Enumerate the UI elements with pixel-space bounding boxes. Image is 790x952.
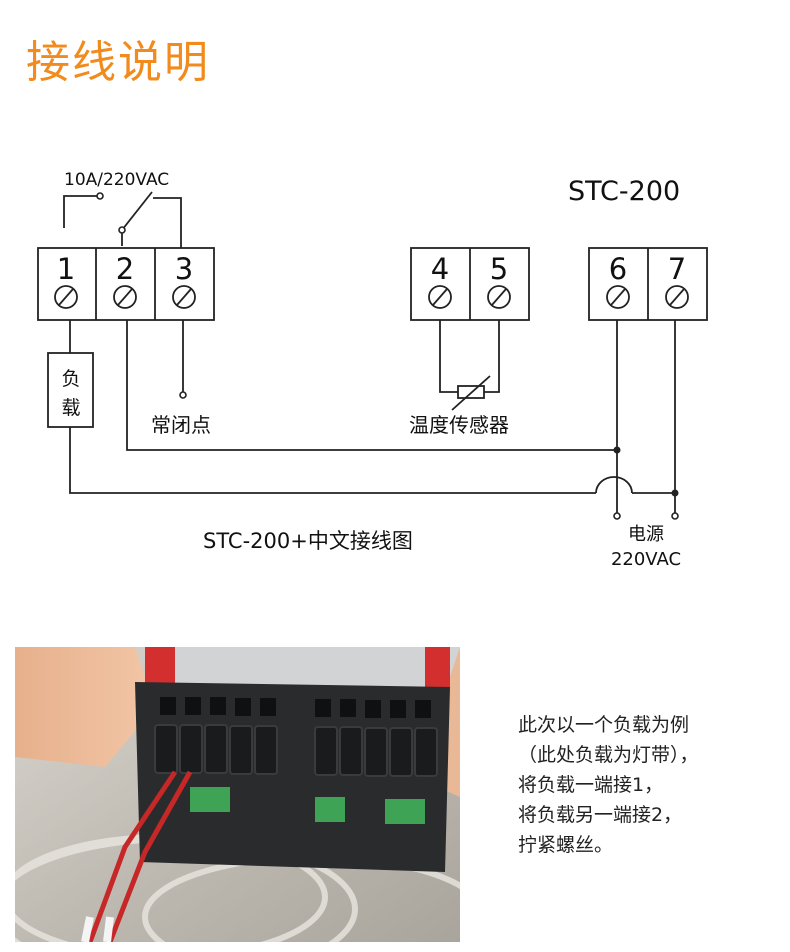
terminal-1-number: 1 [57,252,75,286]
normally-closed-label: 常闭点 [151,413,211,437]
relay-rating-label: 10A/220VAC [64,170,169,190]
terminal-3-number: 3 [175,252,193,286]
note-line: 此次以一个负载为例 [518,714,690,736]
wiring-diagram: 10A/220VAC STC-200 1 2 3 4 5 6 7 负 载 常闭点… [37,170,708,570]
power-voltage-label: 220VAC [611,549,681,570]
note-line: 拧紧螺丝。 [518,834,614,856]
terminal-5-number: 5 [490,252,508,286]
instruction-note: 此次以一个负载为例 （此处负载为灯带）， 将负载一端接1， 将负载另一端接2， … [518,710,699,860]
load-label-bottom: 载 [61,397,80,419]
terminal-4-number: 4 [431,252,449,286]
diagram-caption: STC-200+中文接线图 [203,529,413,553]
terminal-6-number: 6 [609,252,627,286]
sensor-label: 温度传感器 [409,413,509,437]
model-label: STC-200 [568,176,680,207]
terminal-7-number: 7 [668,252,686,286]
power-label: 电源 [628,524,664,545]
page-title: 接线说明 [26,37,210,88]
note-line: 将负载另一端接2， [518,804,683,826]
load-label-top: 负 [61,368,80,390]
note-line: 将负载一端接1， [518,774,664,796]
controller-photo [15,647,460,942]
note-line: （此处负载为灯带）， [518,744,699,766]
terminal-2-number: 2 [116,252,134,286]
